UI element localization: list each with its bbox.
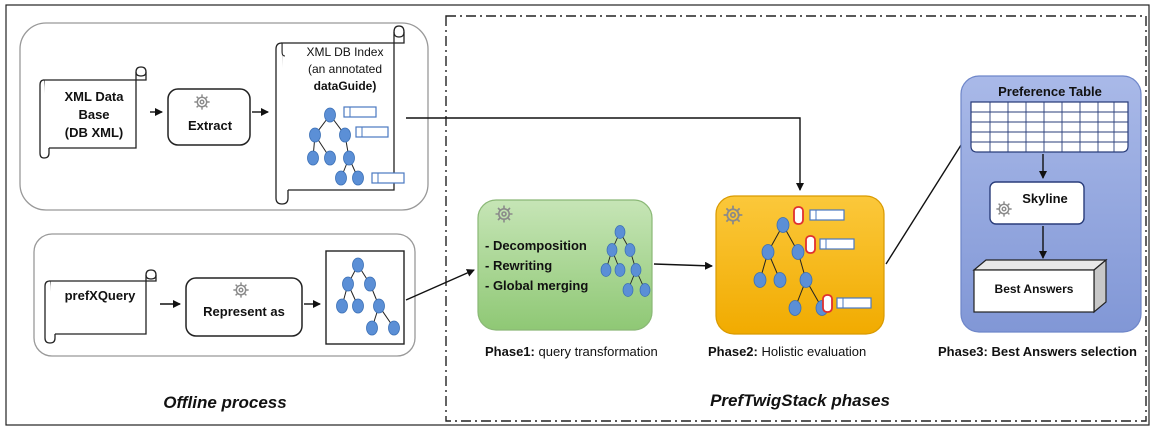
phase2-caption-bold: Phase2:	[708, 344, 758, 359]
arrow-index-to-phase2	[406, 117, 804, 191]
query-tree-box	[325, 250, 405, 345]
prefxquery-label: prefXQuery	[65, 288, 137, 303]
index-line-2: (an annotated	[308, 62, 382, 76]
phase2-caption: Phase2: Holistic evaluation	[708, 344, 866, 359]
phase2-caption-rest: Holistic evaluation	[758, 344, 866, 359]
xmldb-line-3: (DB XML)	[65, 125, 124, 140]
prefxquery-scroll: prefXQuery	[44, 269, 157, 344]
phase3-caption: Phase3: Best Answers selection	[938, 344, 1137, 359]
arrow-tree-to-phase1	[405, 269, 475, 301]
index-annotations	[343, 106, 405, 184]
phase1-item-1: - Decomposition	[485, 238, 587, 253]
extract-process: Extract	[167, 88, 251, 146]
phase2-box	[715, 195, 885, 335]
represent-label: Represent as	[203, 304, 285, 319]
phase3-box: Preference Table Skyline	[960, 75, 1142, 333]
preference-table-label: Preference Table	[998, 84, 1102, 99]
best-answers-box: Best Answers	[972, 258, 1108, 314]
phase1-caption-bold: Phase1:	[485, 344, 535, 359]
offline-process-label: Offline process	[163, 393, 286, 412]
phase1-item-3: - Global merging	[485, 278, 588, 293]
index-line-3: dataGuide)	[314, 79, 377, 93]
xml-db-index-scroll: XML DB Index (an annotated dataGuide)	[275, 25, 405, 205]
preference-table-grid	[970, 101, 1129, 153]
preftwigstack-phases-label: PrefTwigStack phases	[710, 391, 890, 410]
arrow-phase2-to-phase3	[885, 133, 969, 265]
best-answers-label: Best Answers	[995, 282, 1074, 296]
xmldb-line-1: XML Data	[65, 89, 125, 104]
skyline-process	[989, 181, 1085, 225]
xmldb-line-2: Base	[78, 107, 109, 122]
extract-label: Extract	[188, 118, 233, 133]
index-tree-nodes	[307, 107, 364, 186]
arrow-phase1-to-phase2	[653, 261, 713, 270]
phase1-item-2: - Rewriting	[485, 258, 552, 273]
index-line-1: XML DB Index	[307, 45, 384, 59]
xml-database-scroll: XML Data Base (DB XML)	[39, 66, 147, 159]
phase1-caption: Phase1: query transformation	[485, 344, 658, 359]
phase1-box: - Decomposition - Rewriting - Global mer…	[477, 199, 653, 331]
phases-region	[445, 15, 1147, 422]
skyline-label: Skyline	[1022, 191, 1068, 206]
phase2-annotations	[793, 206, 872, 313]
represent-process: Represent as	[185, 277, 303, 337]
phase1-caption-rest: query transformation	[535, 344, 658, 359]
